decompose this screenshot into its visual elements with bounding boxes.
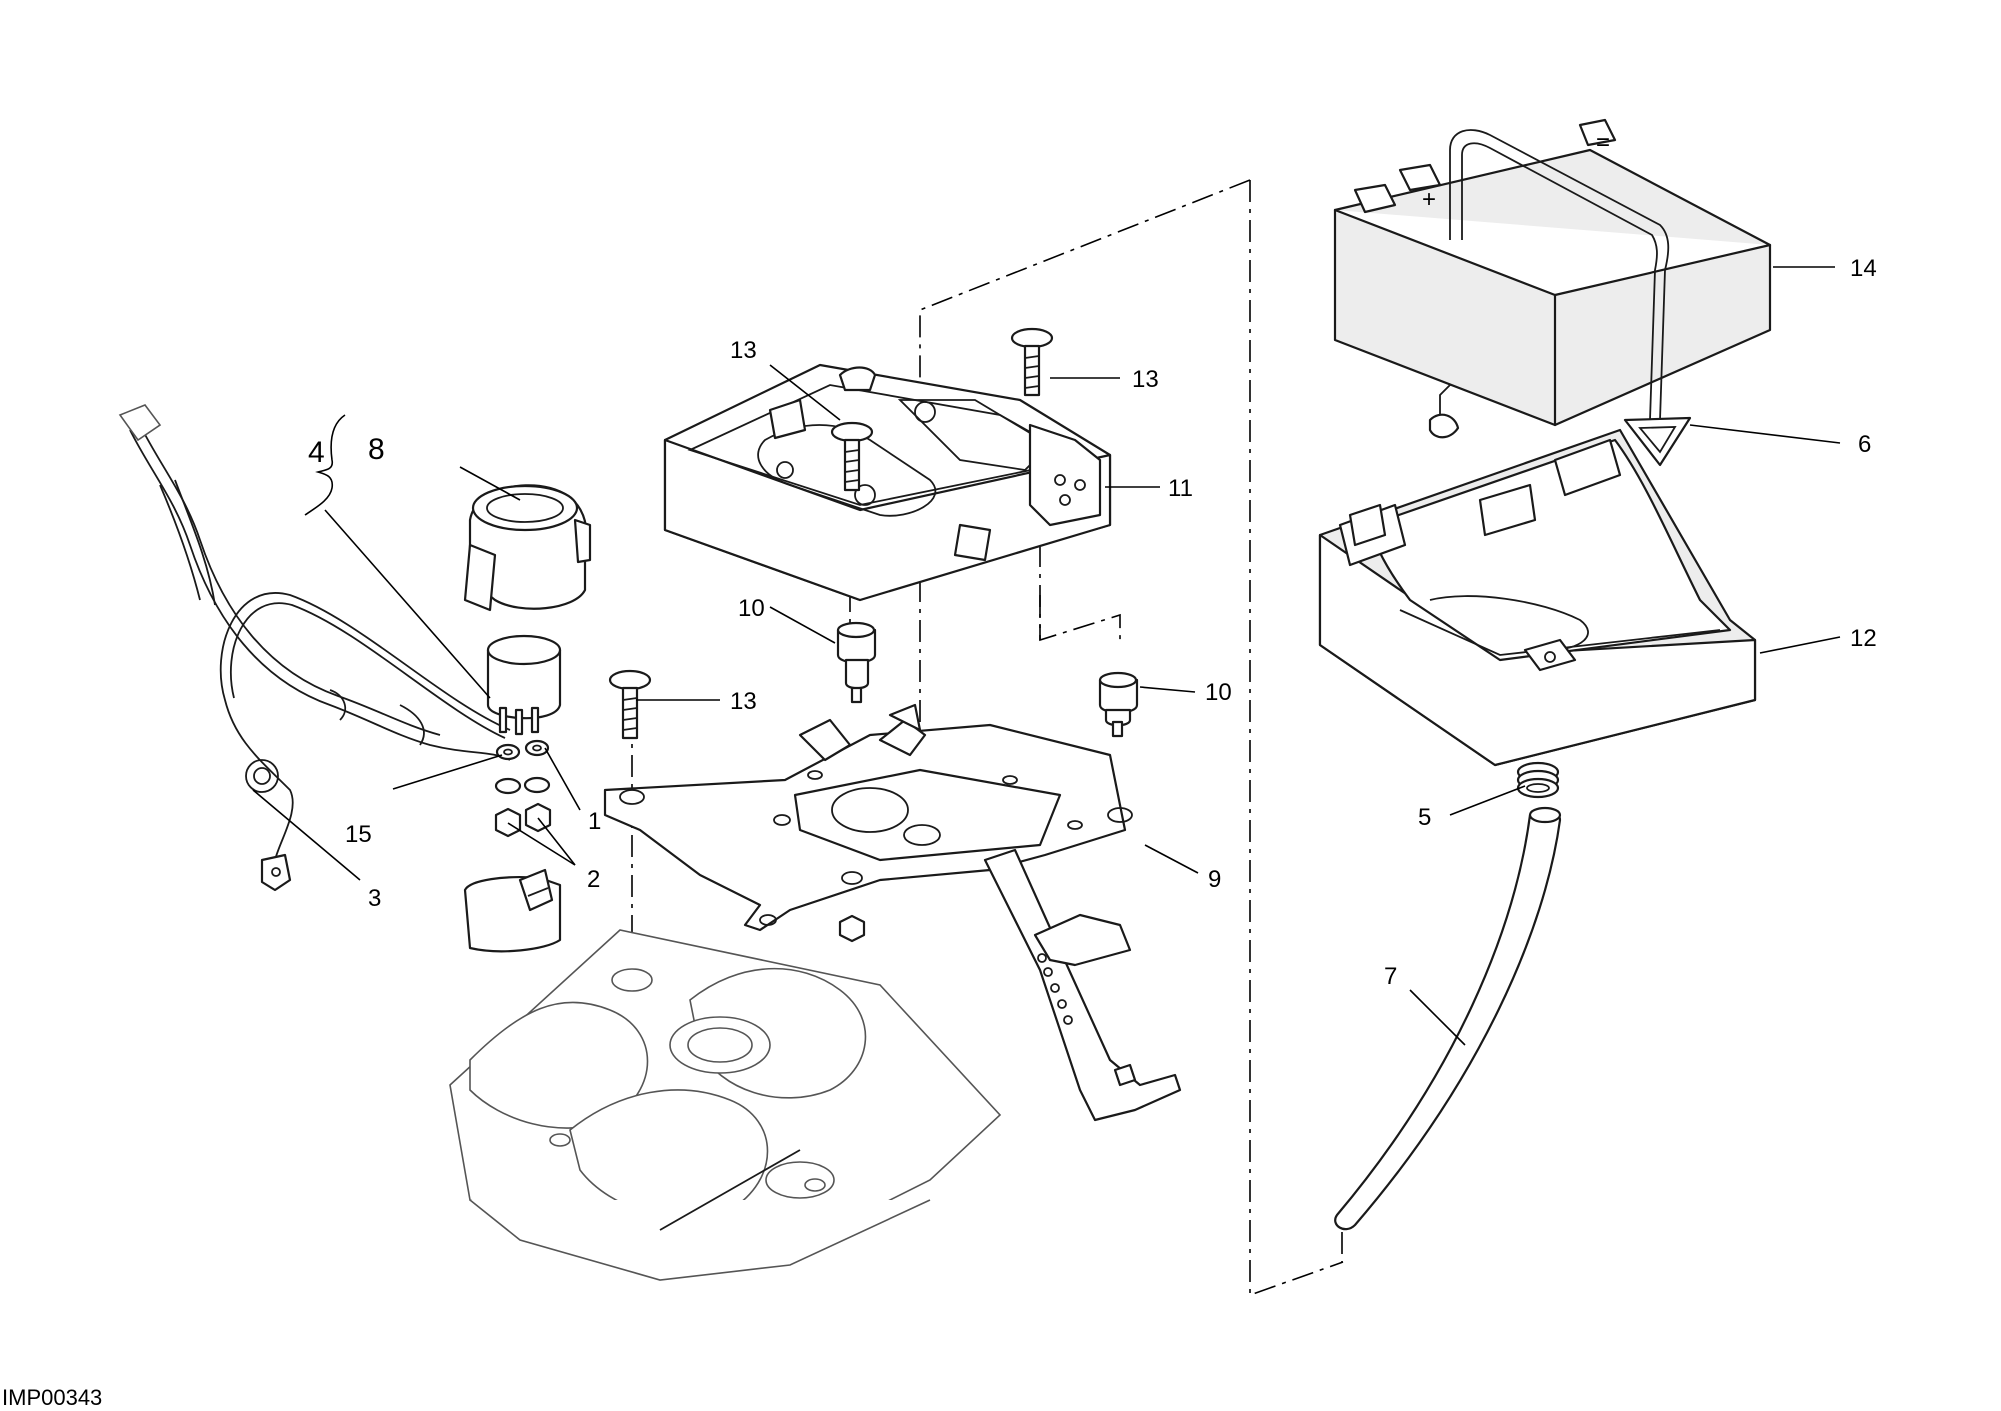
- callout-10-left: 10: [738, 595, 765, 622]
- leader-lines: [252, 266, 1841, 1046]
- battery-tray-frame: [663, 363, 1112, 602]
- wiring-harness: [118, 404, 511, 761]
- spring-clamp: [1516, 761, 1560, 799]
- hold-down-strap: [1449, 129, 1692, 467]
- ground-cable: [219, 592, 511, 892]
- relay-solenoid: [486, 634, 562, 736]
- terminal-cover: [463, 868, 562, 953]
- callout-14: 14: [1850, 255, 1877, 282]
- callout-9: 9: [1208, 866, 1221, 893]
- connector-boot: [463, 484, 592, 612]
- screws: [608, 327, 1054, 740]
- battery-support-plate: [603, 703, 1133, 932]
- callout-13-middle: 13: [730, 688, 757, 715]
- callout-numbers: 14 6 12 5 7 11 13 13 13 10 10 9 4 8 15 1…: [308, 255, 1877, 990]
- svg-text:=: =: [1596, 129, 1610, 156]
- callout-10-right: 10: [1205, 679, 1232, 706]
- callout-2: 2: [587, 866, 600, 893]
- callout-12: 12: [1850, 625, 1877, 652]
- svg-text:+: +: [1422, 186, 1436, 213]
- reference-code: IMP00343: [2, 1385, 102, 1410]
- callout-1: 1: [588, 808, 601, 835]
- callout-13-top-right: 13: [1132, 366, 1159, 393]
- callout-15: 15: [345, 821, 372, 848]
- callout-3: 3: [368, 885, 381, 912]
- callout-13-top-left: 13: [730, 337, 757, 364]
- callout-5: 5: [1418, 804, 1431, 831]
- nuts: [494, 802, 866, 943]
- washers: [494, 739, 551, 795]
- callout-4: 4: [308, 436, 325, 469]
- callout-8: 8: [368, 433, 385, 466]
- callout-7: 7: [1384, 963, 1397, 990]
- bracket-arm: [983, 848, 1182, 1122]
- callout-6: 6: [1858, 431, 1871, 458]
- rubber-mounts: [836, 621, 1139, 738]
- vent-hose: [1334, 806, 1562, 1231]
- battery-case: [1318, 428, 1757, 767]
- callout-11-label: 11: [1168, 475, 1193, 502]
- engine-block: [449, 929, 1002, 1281]
